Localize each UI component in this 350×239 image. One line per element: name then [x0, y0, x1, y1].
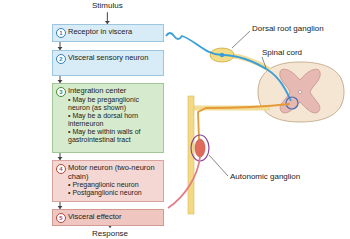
leader-line	[209, 155, 228, 176]
callout-number: 3	[56, 87, 66, 97]
integration-center	[286, 97, 298, 109]
flow-label: Stimulus	[92, 1, 123, 10]
leader-line	[262, 57, 266, 68]
callout-number: 2	[56, 54, 66, 64]
step-detail: • Postganglionic neuron	[68, 189, 160, 197]
step-detail: • May be within walls of gastrointestina…	[68, 128, 160, 144]
sensory-neuron	[166, 33, 291, 101]
step-box: 3Integration center• May be preganglioni…	[52, 83, 164, 153]
flow-label: Response	[92, 229, 128, 238]
part-label: Autonomic ganglion	[230, 172, 300, 181]
step-heading: Integration center	[68, 87, 160, 96]
step-heading: Motor neuron (two-neuron chain)	[68, 164, 160, 181]
step-box: 4Motor neuron (two-neuron chain)• Pregan…	[52, 160, 164, 202]
callout-number: 5	[56, 213, 66, 223]
callout-number: 4	[56, 164, 66, 174]
central-canal	[298, 90, 301, 93]
neuron-cell-body	[220, 53, 224, 57]
callout-number: 1	[56, 28, 66, 38]
flow-arrow	[58, 42, 63, 50]
preganglionic-neuron	[198, 104, 290, 139]
step-detail: • May be a dorsal horn interneuron	[68, 112, 160, 128]
step-box: 1Receptor in viscera	[52, 24, 164, 42]
part-label: Dorsal root ganglion	[252, 24, 324, 33]
flow-arrow	[58, 76, 63, 83]
postganglionic-neuron	[168, 157, 200, 208]
leader-line	[232, 31, 250, 48]
part-label: Spinal cord	[262, 48, 302, 57]
flow-arrow	[58, 153, 63, 160]
step-detail: • Preganglionic neuron	[68, 181, 160, 189]
step-heading: Visceral sensory neuron	[68, 54, 160, 63]
step-detail: • May be preganglionic neuron (as shown)	[68, 96, 160, 112]
flow-arrow	[58, 202, 63, 209]
step-box: 2Visceral sensory neuron	[52, 50, 164, 76]
nerve-trunk	[188, 96, 194, 214]
step-heading: Visceral effector	[68, 213, 160, 222]
step-box: 5Visceral effector	[52, 209, 164, 226]
step-heading: Receptor in viscera	[68, 28, 160, 37]
autonomic-ganglion	[195, 139, 205, 157]
